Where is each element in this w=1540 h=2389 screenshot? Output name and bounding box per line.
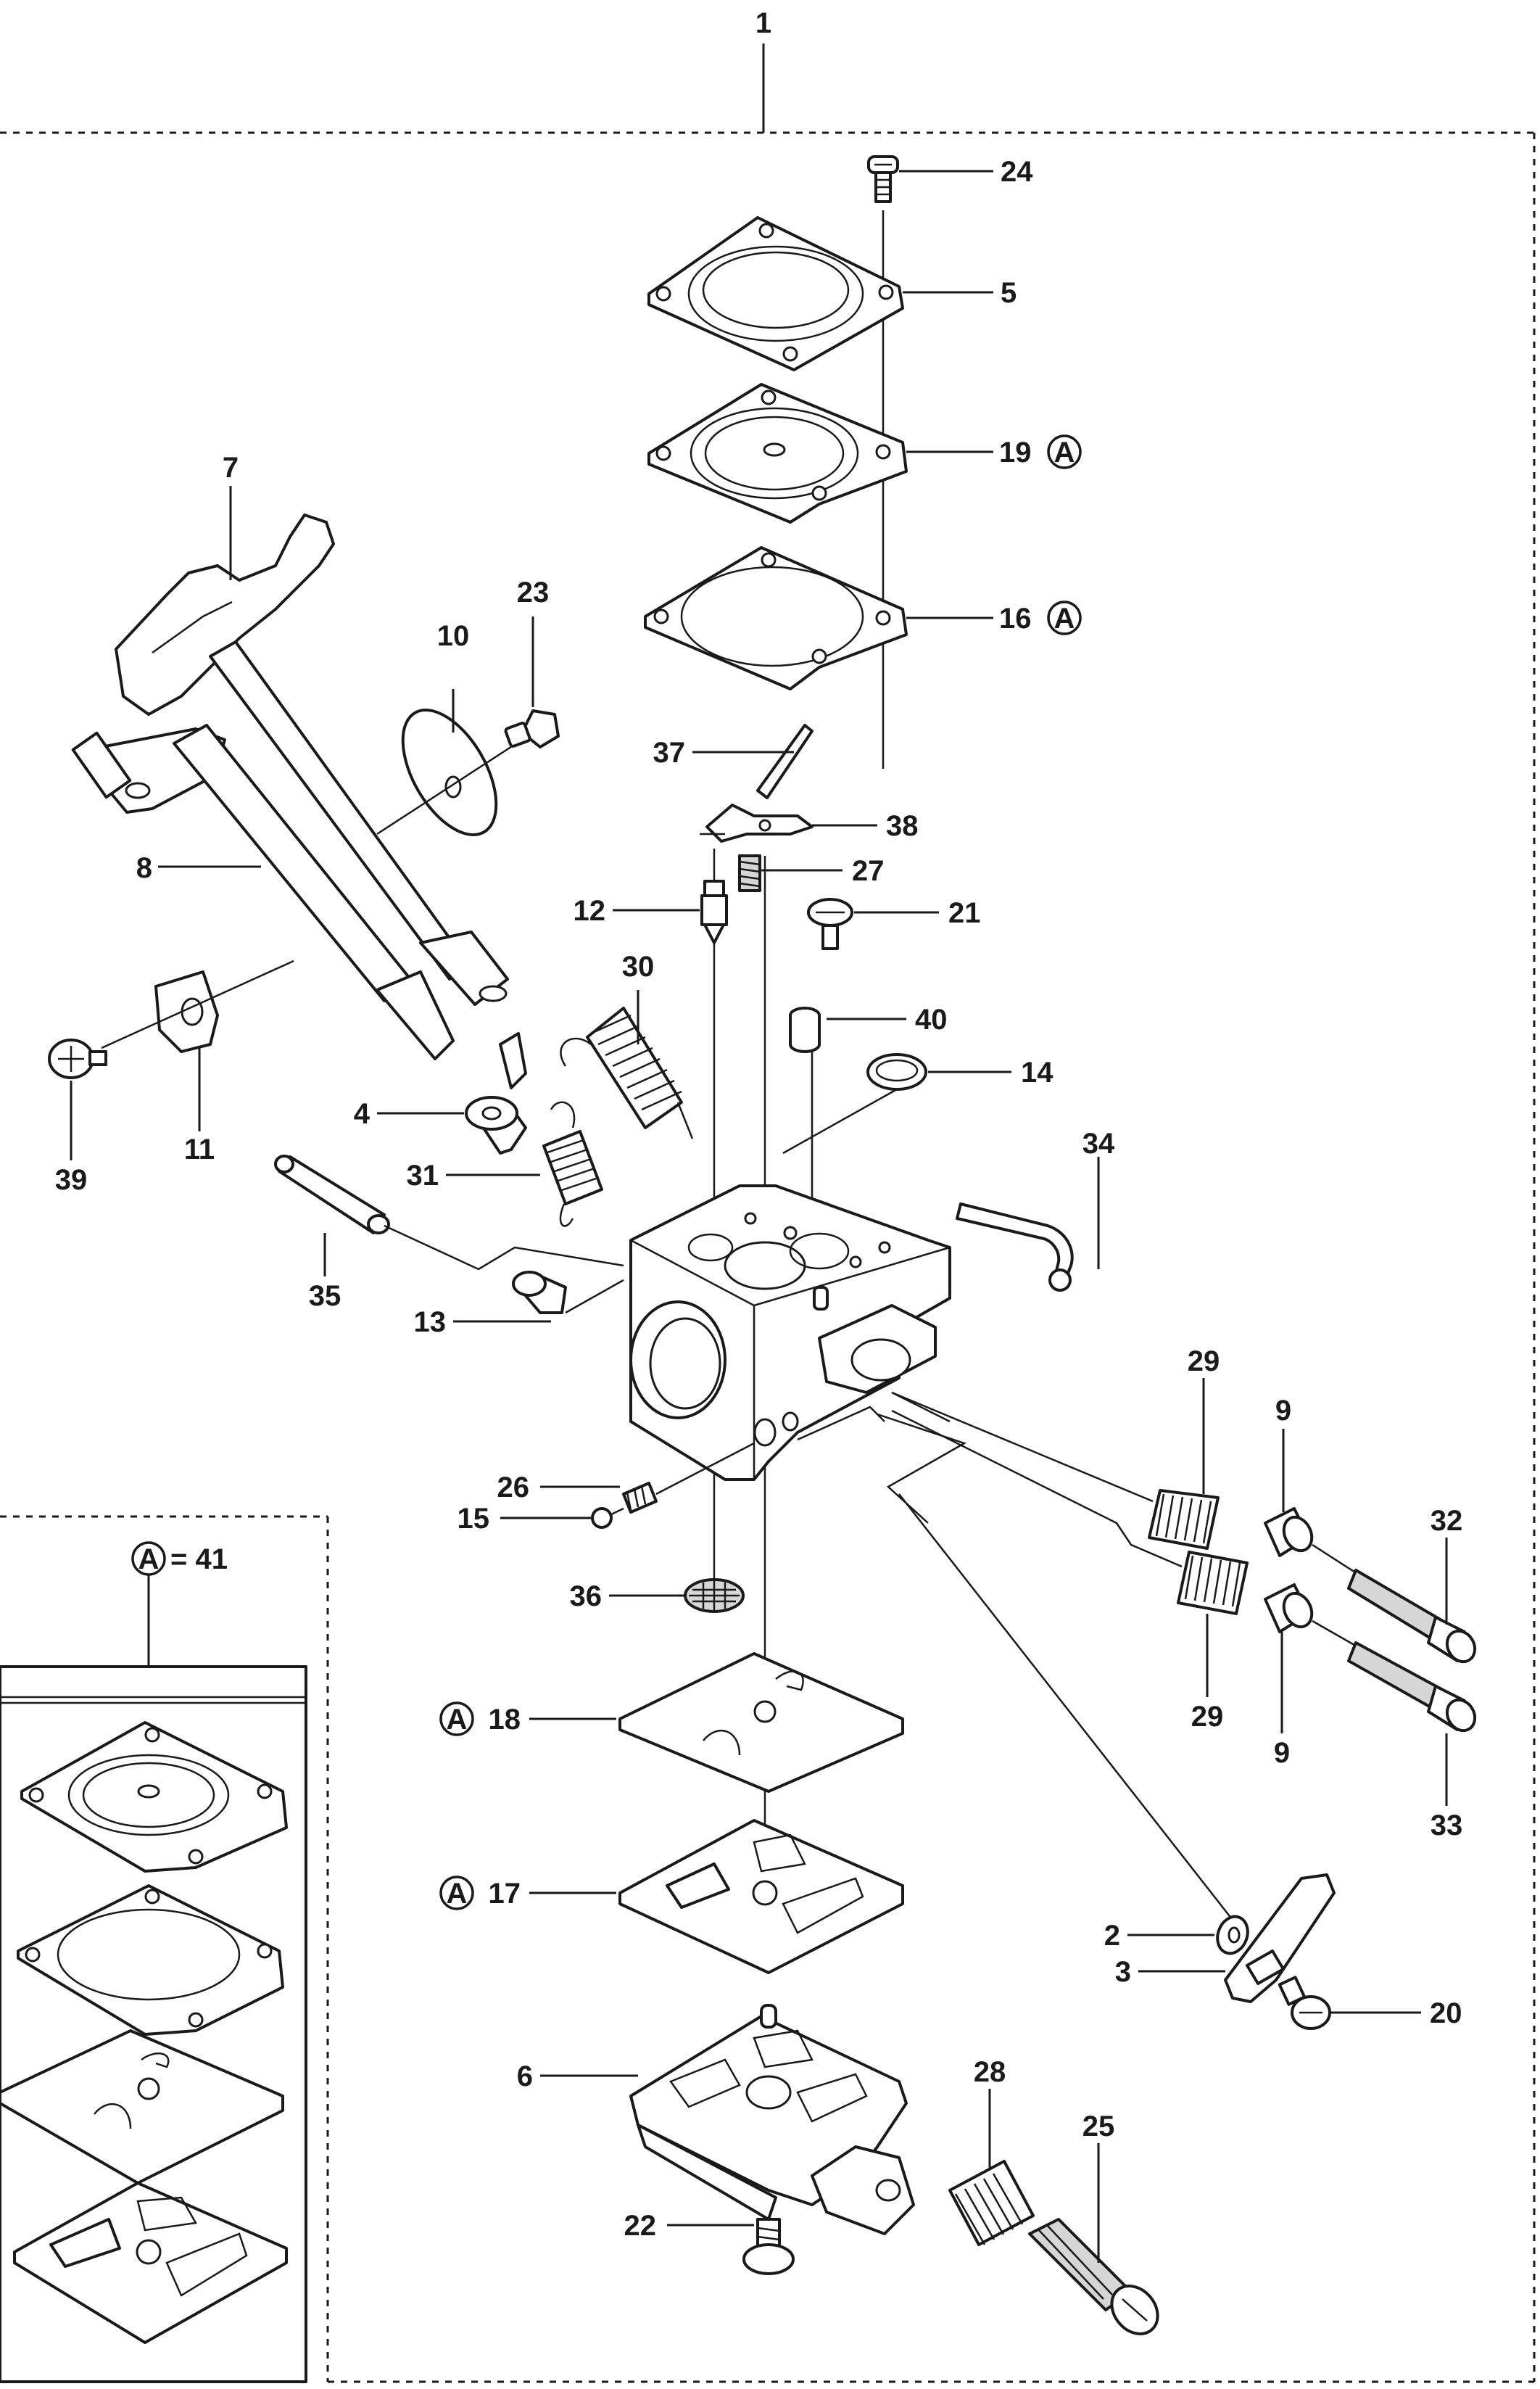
idle-screw-25: 25	[1028, 2111, 1159, 2335]
carburetor-body	[629, 1184, 951, 1481]
spring-29-top: 29	[1148, 1345, 1220, 1550]
callout-4: 4	[354, 1098, 370, 1130]
callout-31: 31	[407, 1160, 439, 1192]
callout-9-bottom: 9	[1274, 1737, 1290, 1769]
callout-3: 3	[1115, 1956, 1131, 1988]
needle-pin-37: 37	[653, 724, 814, 799]
callout-27: 27	[852, 855, 885, 887]
svg-text:A: A	[447, 1704, 468, 1736]
metering-diaphragm-18: 18 A	[439, 1652, 904, 1793]
callout-25: 25	[1082, 2111, 1115, 2142]
screw-39: 39	[48, 1039, 107, 1196]
svg-text:A: A	[447, 1878, 468, 1910]
kit-marker-19	[1047, 434, 1082, 469]
callout-40: 40	[915, 1004, 948, 1036]
screw-24: 24	[867, 155, 1033, 203]
spring-28: 28	[948, 2056, 1035, 2246]
callout-11: 11	[184, 1134, 215, 1165]
ball-15: 15	[458, 1503, 624, 1535]
kit-equals-label: = 41	[170, 1543, 228, 1575]
inlet-needle-12: 12	[574, 880, 728, 944]
callout-26: 26	[497, 1472, 530, 1503]
screw-22: 22	[624, 2210, 795, 2275]
spring-26: 26	[497, 1442, 755, 1514]
callout-28: 28	[974, 2056, 1006, 2088]
kit-marker-circle	[131, 1541, 166, 1576]
callout-34: 34	[1082, 1128, 1115, 1160]
welch-plug-14: 14	[782, 1053, 1053, 1155]
choke-shaft-8: 8	[71, 724, 455, 1060]
callout-5: 5	[1001, 277, 1017, 309]
spring-29-bottom: 29	[1177, 1551, 1249, 1733]
adjustment-needles	[877, 1391, 1241, 1930]
washer-10: 10	[376, 620, 523, 836]
kit-marker-16	[1047, 601, 1082, 635]
valve-11: 11	[101, 960, 294, 1165]
pump-gasket-17: 17 A	[439, 1819, 904, 1974]
tube-35: 35	[274, 1155, 624, 1312]
callout-8: 8	[136, 852, 152, 884]
screen-36: 36	[570, 1578, 745, 1613]
callout-18: 18	[489, 1704, 521, 1736]
callout-6: 6	[517, 2060, 533, 2092]
diaphragm-19: 19 A	[647, 383, 1082, 524]
callout-33: 33	[1431, 1810, 1463, 1841]
callout-23: 23	[517, 577, 550, 608]
gasket-16: 16 A	[644, 546, 1082, 690]
callout-17: 17	[489, 1878, 521, 1910]
assembly-bracket: 1	[0, 7, 1540, 2383]
callout-39: 39	[55, 1164, 88, 1196]
lever-3: 3	[1115, 1873, 1336, 2003]
callout-1: 1	[755, 7, 771, 39]
needle-33: 33	[1312, 1620, 1477, 1841]
callout-36: 36	[570, 1580, 603, 1612]
callout-22: 22	[624, 2210, 657, 2242]
screw-20: 20	[1278, 1976, 1462, 2030]
bushing-9-top: 9	[1264, 1395, 1314, 1557]
callout-12: 12	[574, 895, 606, 927]
plug-40: 40	[789, 1004, 948, 1053]
callout-20: 20	[1430, 1997, 1462, 2029]
callout-7: 7	[223, 452, 239, 484]
callout-15: 15	[458, 1503, 490, 1535]
spring-31: 31	[407, 1101, 603, 1227]
fuel-pipe-34: 34	[956, 1128, 1115, 1292]
callout-9-top: 9	[1275, 1395, 1291, 1427]
svg-text:A: A	[1054, 603, 1075, 635]
callout-30: 30	[622, 951, 655, 983]
plug-13: 13	[414, 1271, 624, 1338]
callout-37: 37	[653, 737, 686, 769]
kit-marker-18	[439, 1701, 474, 1736]
needle-32: 32	[1312, 1505, 1477, 1664]
callout-2: 2	[1104, 1920, 1120, 1952]
callout-38: 38	[886, 810, 919, 842]
kit-inset: A = 41	[0, 1515, 329, 2383]
kit-marker-17	[439, 1876, 474, 1910]
callout-16: 16	[999, 603, 1032, 635]
screw-23: 23	[504, 577, 560, 748]
callout-19: 19	[999, 437, 1032, 469]
callout-29-top: 29	[1188, 1345, 1220, 1377]
spring-30: 30	[560, 951, 694, 1139]
throttle-shaft-7: 7	[115, 452, 509, 1006]
callout-21: 21	[948, 897, 981, 929]
callout-10: 10	[437, 620, 470, 652]
callout-13: 13	[414, 1306, 447, 1338]
svg-text:A: A	[1054, 437, 1075, 469]
callout-29-bottom: 29	[1191, 1701, 1224, 1733]
spring-27: 27	[738, 854, 885, 892]
pump-cover-6: 6	[517, 2004, 915, 2235]
callout-14: 14	[1021, 1057, 1053, 1089]
screw-21: 21	[807, 897, 981, 950]
callout-24: 24	[1001, 156, 1033, 188]
washer-2: 2	[1104, 1915, 1249, 1955]
pump-cover-5: 5	[647, 216, 1017, 371]
callout-35: 35	[309, 1280, 341, 1312]
kit-marker-letter: A	[138, 1543, 160, 1575]
bushing-9-bottom: 9	[1264, 1583, 1314, 1769]
callout-32: 32	[1431, 1505, 1463, 1537]
lever-4: 4	[354, 1032, 527, 1155]
control-lever-38: 38	[700, 804, 919, 843]
